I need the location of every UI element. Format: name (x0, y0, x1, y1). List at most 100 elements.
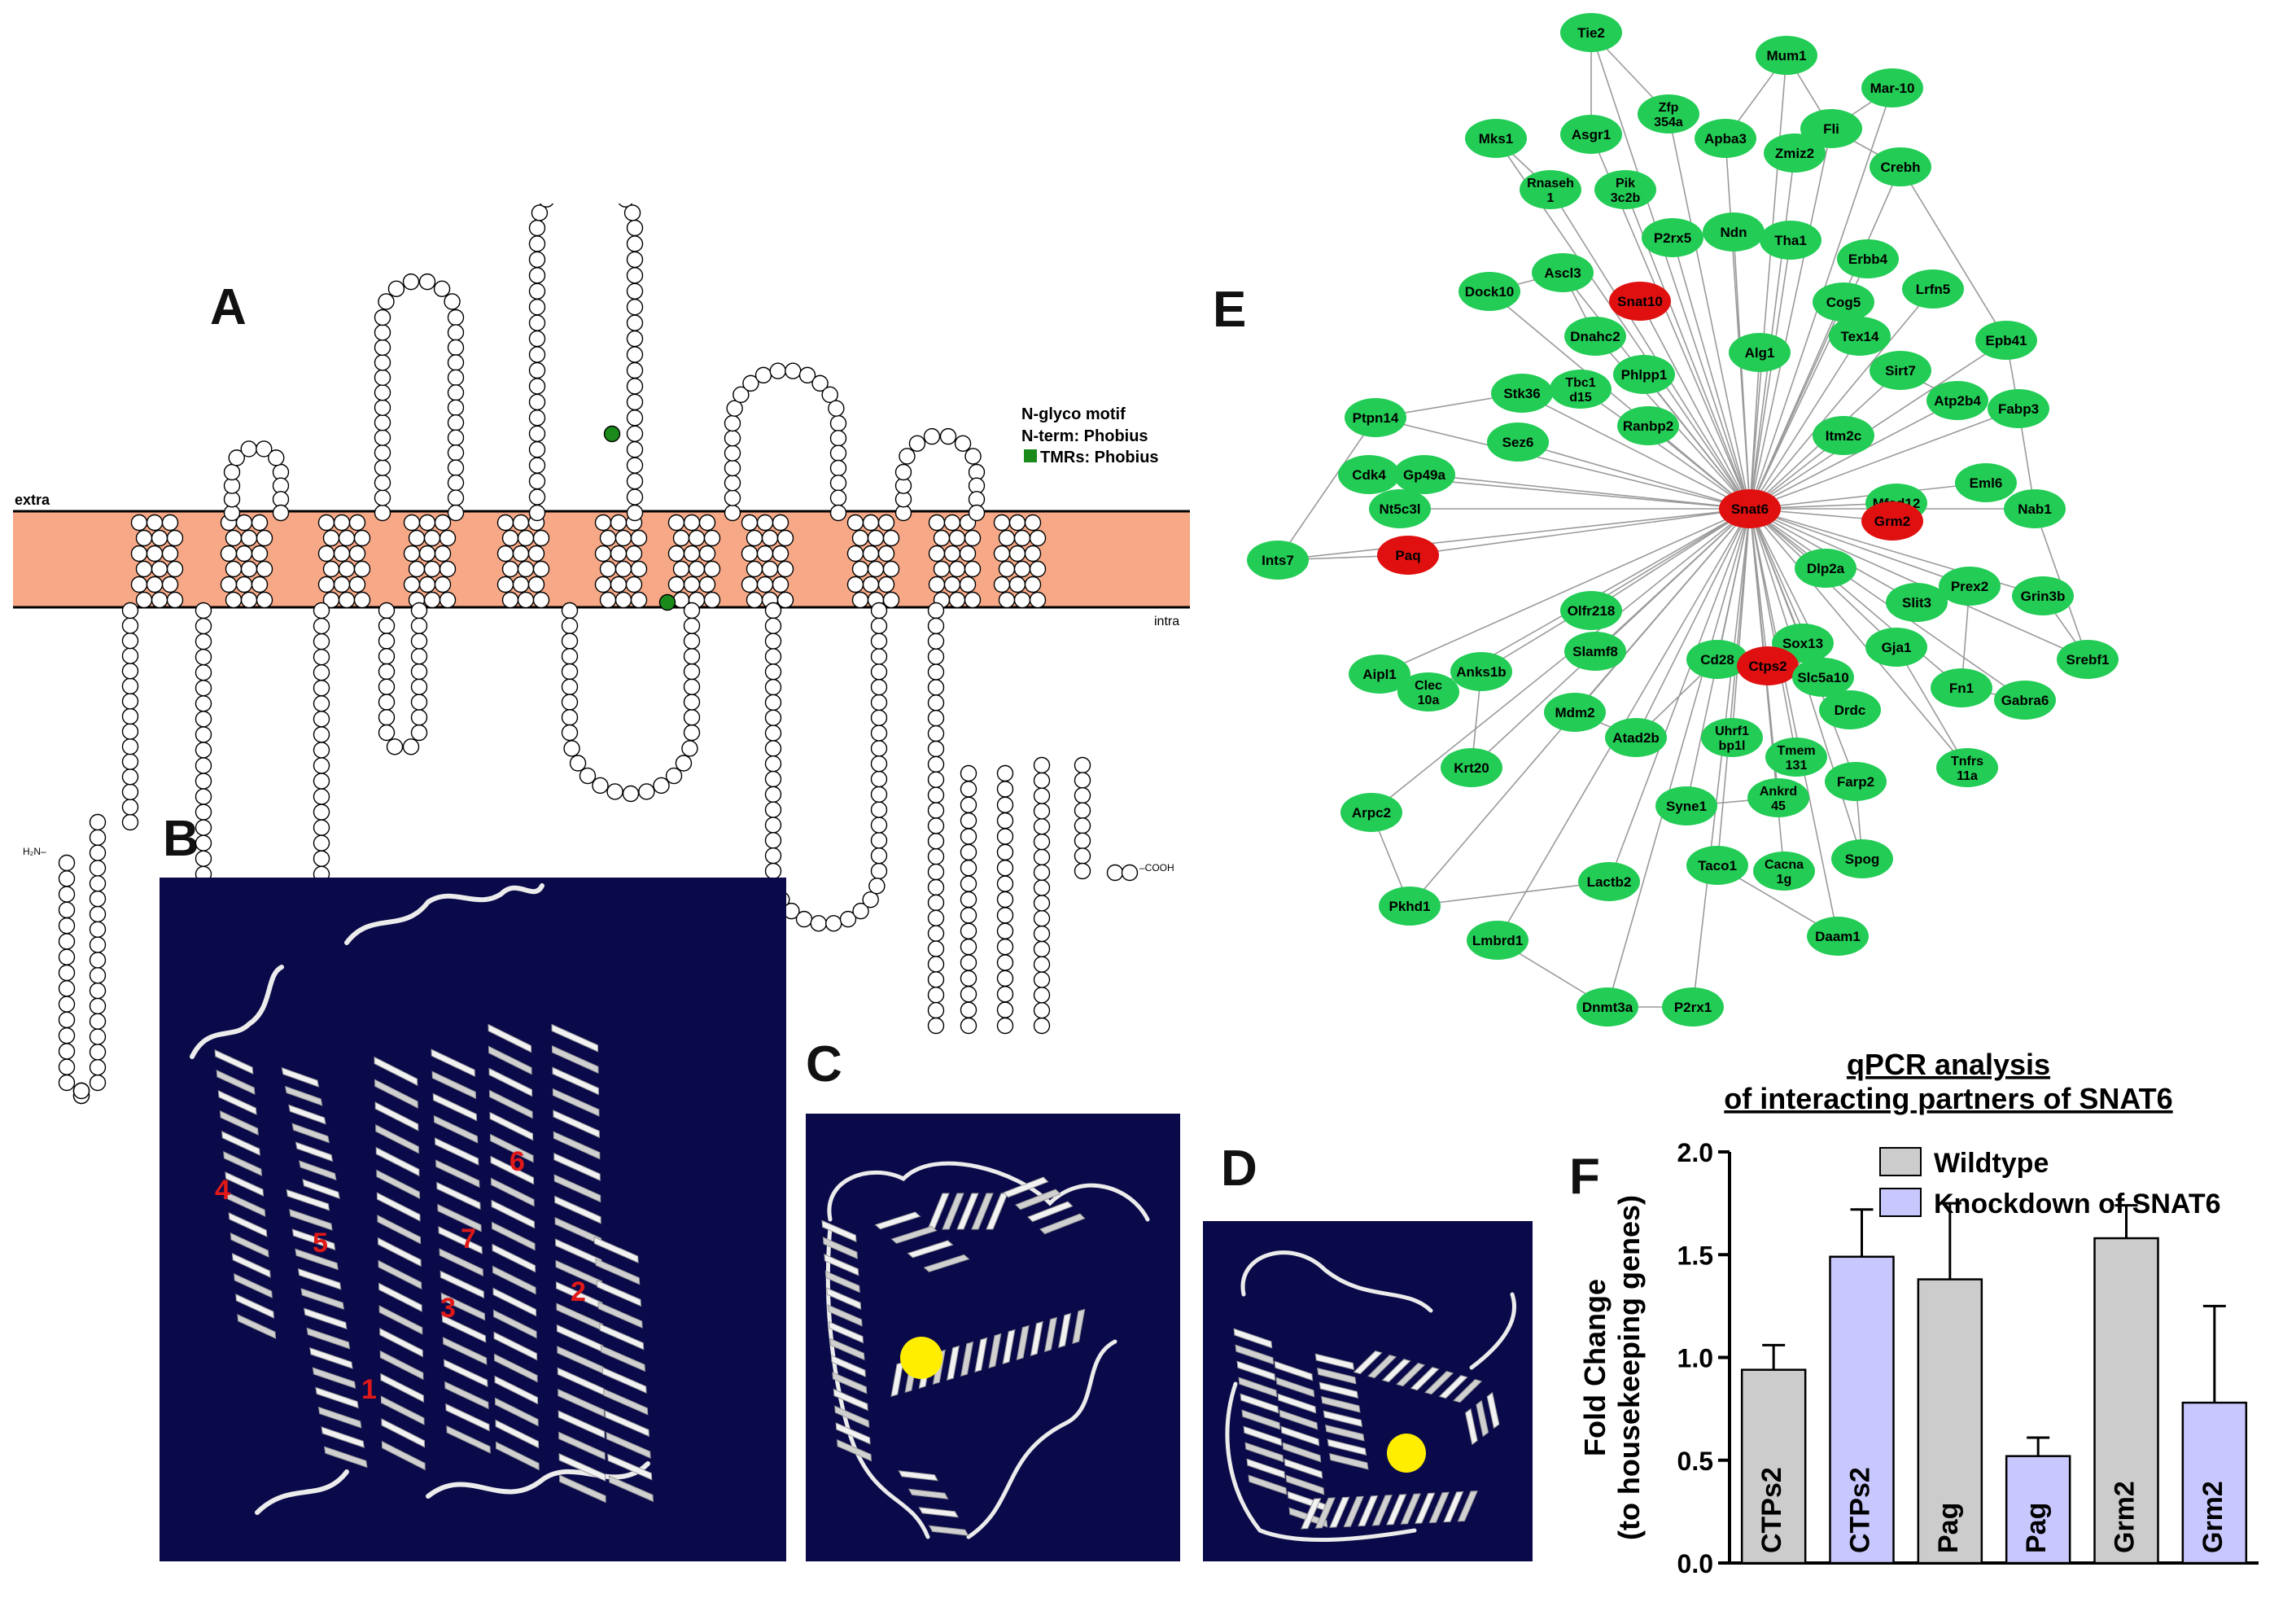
network-node-ellipse (1393, 455, 1455, 494)
residue (251, 514, 269, 532)
network-edge (1550, 189, 1751, 510)
residue (58, 917, 76, 935)
residue (1033, 910, 1051, 927)
residue (626, 441, 644, 458)
residue (439, 529, 457, 547)
residue (313, 617, 330, 635)
residue (681, 740, 698, 757)
helix-turn (304, 1307, 348, 1330)
residue (927, 863, 945, 881)
residue (528, 457, 546, 474)
residue (1013, 529, 1031, 547)
legend-label-knockdown: Knockdown of SNAT6 (1934, 1189, 2221, 1219)
residue (528, 441, 546, 458)
helix-turn (1476, 1399, 1489, 1438)
residue (447, 399, 465, 416)
network-edge (1379, 508, 1751, 675)
network-node-ellipse (1988, 389, 2049, 428)
residue (928, 545, 946, 563)
residue (528, 314, 546, 331)
residue (606, 783, 623, 800)
residue (626, 219, 644, 237)
network-node-ellipse (1703, 212, 1765, 252)
network-node-label: Lactb2 (1587, 874, 1632, 890)
network-node-label: Krt20 (1454, 760, 1489, 776)
helix-turn (974, 1337, 988, 1373)
helix-turn (1325, 1424, 1365, 1442)
network-edge (1517, 441, 1751, 510)
residue (851, 560, 869, 578)
y-tick-label: 2.0 (1677, 1138, 1713, 1167)
helix-turn (291, 1228, 336, 1251)
network-node-ellipse (1520, 170, 1581, 209)
residue (846, 514, 864, 532)
network-node-label: Slit3 (1902, 595, 1931, 611)
helix-turn (822, 1237, 858, 1259)
network-node-label: Ndn (1720, 225, 1747, 240)
helix-turn (1317, 1367, 1357, 1385)
residue (948, 560, 966, 578)
network-node-label: Fabp3 (1998, 401, 2039, 417)
network-node-ellipse (1737, 646, 1799, 685)
residue (933, 529, 951, 547)
residue (996, 796, 1014, 813)
network-node-label: Stk36 (1503, 386, 1540, 401)
network-node: P2rx5 (1642, 218, 1703, 257)
helix-turn (440, 1270, 485, 1299)
network-edge (1521, 392, 1751, 510)
residue (378, 678, 396, 695)
network-node-label: Fn1 (1949, 681, 1974, 696)
y-tick-label: 0.5 (1677, 1447, 1713, 1476)
structure-d-drawing (1225, 1250, 1517, 1543)
helix-turn (491, 1199, 536, 1229)
bar (2181, 1401, 2248, 1565)
network-node: Fn1 (1931, 668, 1992, 707)
helix-turn (376, 1192, 421, 1222)
network-node-label: Dnmt3a (1582, 1000, 1633, 1015)
helix-turn (374, 1079, 418, 1109)
network-edge (1749, 508, 1970, 587)
residue (626, 504, 644, 522)
residue (146, 545, 164, 563)
residue (870, 694, 888, 711)
residue (870, 663, 888, 681)
network-node: Grin3b (2012, 576, 2074, 615)
residue (626, 361, 644, 379)
n-terminus-label: H₂N– (23, 846, 46, 857)
helix-turn (488, 1045, 532, 1075)
helix-turn (380, 1373, 425, 1403)
network-edge (1900, 166, 2007, 341)
network-edge (1672, 237, 1751, 510)
residue (528, 235, 546, 252)
network-node-ellipse (1686, 846, 1748, 885)
y-tick-label: 1.0 (1677, 1344, 1713, 1373)
network-node-ellipse (1532, 253, 1594, 292)
helix-turn (288, 1104, 326, 1125)
residue (58, 964, 76, 982)
residue (877, 545, 895, 563)
panel-letter-a: A (210, 279, 247, 335)
helix-turn (1235, 1344, 1275, 1365)
network-node-ellipse (1975, 321, 2037, 360)
network-node: Gja1 (1865, 628, 1927, 667)
helix-turn (1371, 1495, 1393, 1526)
residue (667, 545, 685, 563)
network-node-label: Srebf1 (2066, 652, 2110, 668)
helix-turn (295, 1248, 339, 1271)
network-node-label: Ascl3 (1544, 265, 1581, 281)
residue (539, 204, 554, 208)
residue (1033, 940, 1051, 958)
helix-turn (597, 1301, 643, 1329)
helix-turn (1327, 1438, 1367, 1456)
network-node-label: Clec (1415, 679, 1442, 693)
residue (195, 695, 212, 712)
residue (313, 819, 330, 836)
legend-n-term: N-term: Phobius (1021, 427, 1148, 445)
network-node-label: Slc5a10 (1797, 670, 1848, 685)
residue (58, 870, 76, 887)
residue (151, 591, 168, 609)
residue (683, 663, 701, 681)
